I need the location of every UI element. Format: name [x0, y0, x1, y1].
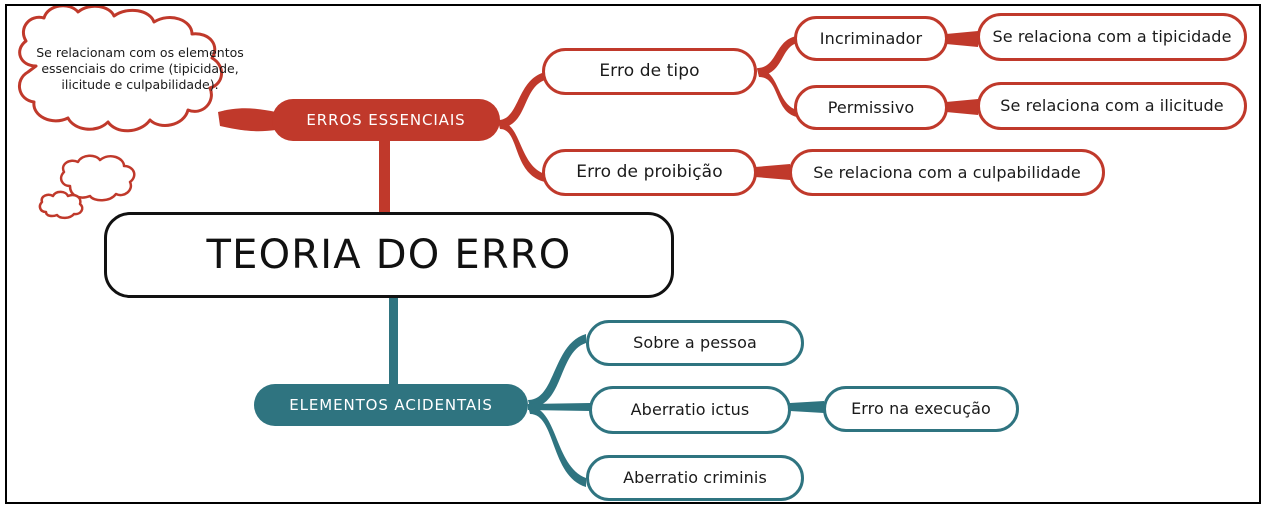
node-incriminador[interactable]: Incriminador	[794, 16, 948, 61]
connector-elementos-to-aberratio-criminis	[528, 406, 586, 487]
thought-bubble-outline	[18, 4, 223, 133]
connector-elementos-to-sobre-a-pessoa	[528, 334, 586, 408]
connector-permissivo-to-relaciona-ilicitude	[946, 99, 978, 115]
connector-erros-to-erro-de-tipo	[498, 72, 545, 128]
thought-bubble-text: Se relacionam com os elementos essenciai…	[36, 45, 244, 92]
node-erro-de-proibicao[interactable]: Erro de proibição	[542, 149, 757, 196]
node-erro-na-execucao[interactable]: Erro na execução	[823, 386, 1019, 432]
node-se-relaciona-com-a-ilicitude[interactable]: Se relaciona com a ilicitude	[977, 82, 1247, 130]
connector-root-to-elementos-acidentais-stem	[389, 298, 398, 386]
node-erros-essenciais[interactable]: ERROS ESSENCIAIS	[272, 99, 500, 141]
connector-aberratio-ictus-to-erro-na-execucao	[790, 401, 824, 413]
connector-erro-de-tipo-to-permissivo	[757, 69, 797, 117]
node-sobre-a-pessoa[interactable]: Sobre a pessoa	[586, 320, 804, 366]
node-se-relaciona-com-a-tipicidade[interactable]: Se relaciona com a tipicidade	[977, 13, 1247, 61]
connector-erros-to-erro-de-proibicao	[498, 121, 545, 182]
node-aberratio-ictus[interactable]: Aberratio ictus	[589, 386, 791, 434]
node-se-relaciona-com-a-culpabilidade[interactable]: Se relaciona com a culpabilidade	[789, 149, 1105, 196]
thought-bubble-puff-small	[38, 190, 84, 220]
node-teoria-do-erro[interactable]: TEORIA DO ERRO	[104, 212, 674, 298]
connector-erro-de-tipo-to-incriminador	[757, 36, 797, 76]
connector-erro-de-proibicao-to-relaciona-culpabilidade	[755, 164, 790, 180]
node-permissivo[interactable]: Permissivo	[794, 85, 948, 130]
node-aberratio-criminis[interactable]: Aberratio criminis	[586, 455, 804, 501]
node-erro-de-tipo[interactable]: Erro de tipo	[542, 48, 757, 95]
bubble-tail	[218, 108, 276, 132]
connector-elementos-to-aberratio-ictus	[528, 403, 590, 411]
connector-root-to-erros-essenciais-stem	[379, 139, 390, 216]
node-elementos-acidentais[interactable]: ELEMENTOS ACIDENTAIS	[254, 384, 528, 426]
connector-incriminador-to-relaciona-tipicidade	[946, 31, 978, 47]
thought-bubble-puff-large	[59, 154, 136, 202]
